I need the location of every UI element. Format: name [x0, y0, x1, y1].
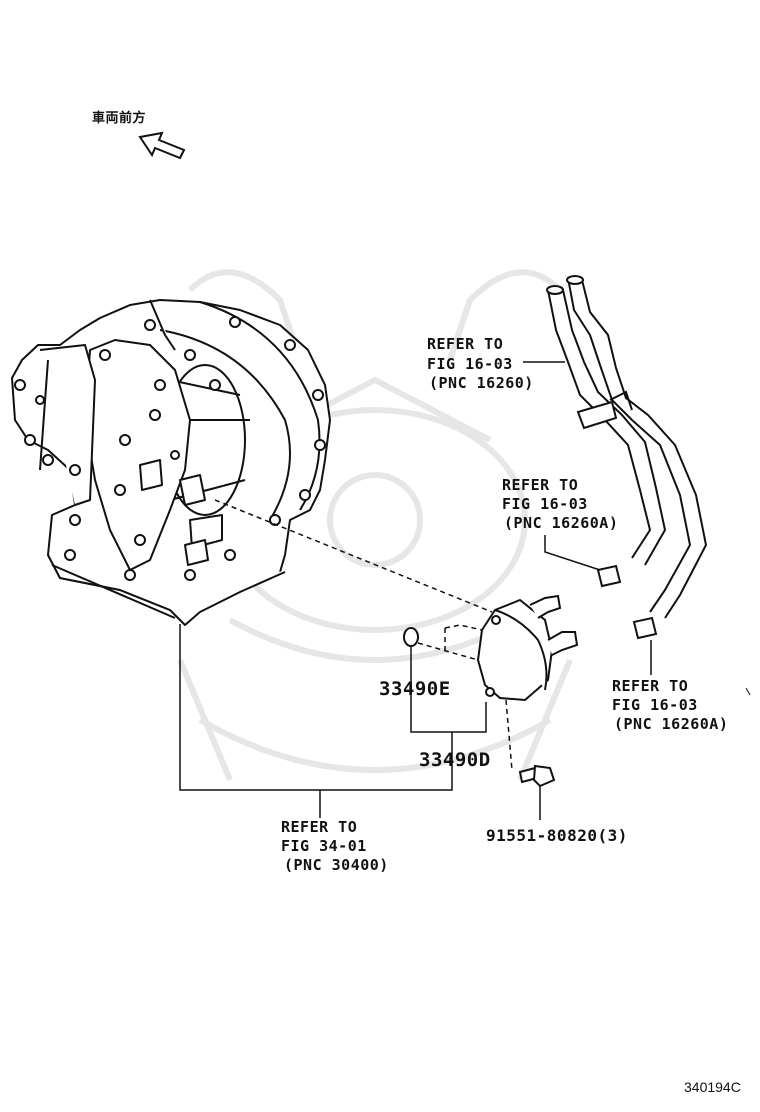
refer-transaxle-line3: (PNC 30400) [284, 856, 389, 874]
refer-hose-upper-line1: REFER TO [427, 335, 504, 353]
dashed-assembly-lines [214, 499, 513, 771]
refer-hose-upper-line2: FIG 16-03 [427, 355, 513, 373]
front-direction-label: 車両前方 [92, 111, 147, 126]
refer-clamp-lower-line1: REFER TO [612, 677, 689, 695]
edge-mark [745, 687, 751, 696]
refer-clamp-mid-line1: REFER TO [502, 476, 579, 494]
refer-clamp-mid-line2: FIG 16-03 [502, 495, 588, 513]
front-arrow-icon [138, 131, 186, 160]
refer-hose-upper-line3: (PNC 16260) [429, 374, 534, 392]
o-ring [403, 627, 419, 647]
part-number-oring: 33490E [379, 678, 451, 700]
leader-lines [179, 361, 652, 820]
refer-clamp-lower-line2: FIG 16-03 [612, 696, 698, 714]
refer-transaxle-line1: REFER TO [281, 818, 358, 836]
part-number-bolt: 91551-80820(3) [486, 826, 628, 845]
refer-transaxle-line2: FIG 34-01 [281, 837, 367, 855]
figure-id: 340194C [684, 1079, 741, 1095]
bolt [518, 764, 556, 788]
cooler-hoses [546, 275, 708, 640]
oil-cooler [476, 594, 579, 702]
refer-clamp-lower-line3: (PNC 16260A) [614, 715, 729, 733]
transaxle-assembly [11, 299, 331, 626]
part-number-cooler: 33490D [419, 749, 491, 771]
refer-clamp-mid-line3: (PNC 16260A) [504, 514, 619, 532]
